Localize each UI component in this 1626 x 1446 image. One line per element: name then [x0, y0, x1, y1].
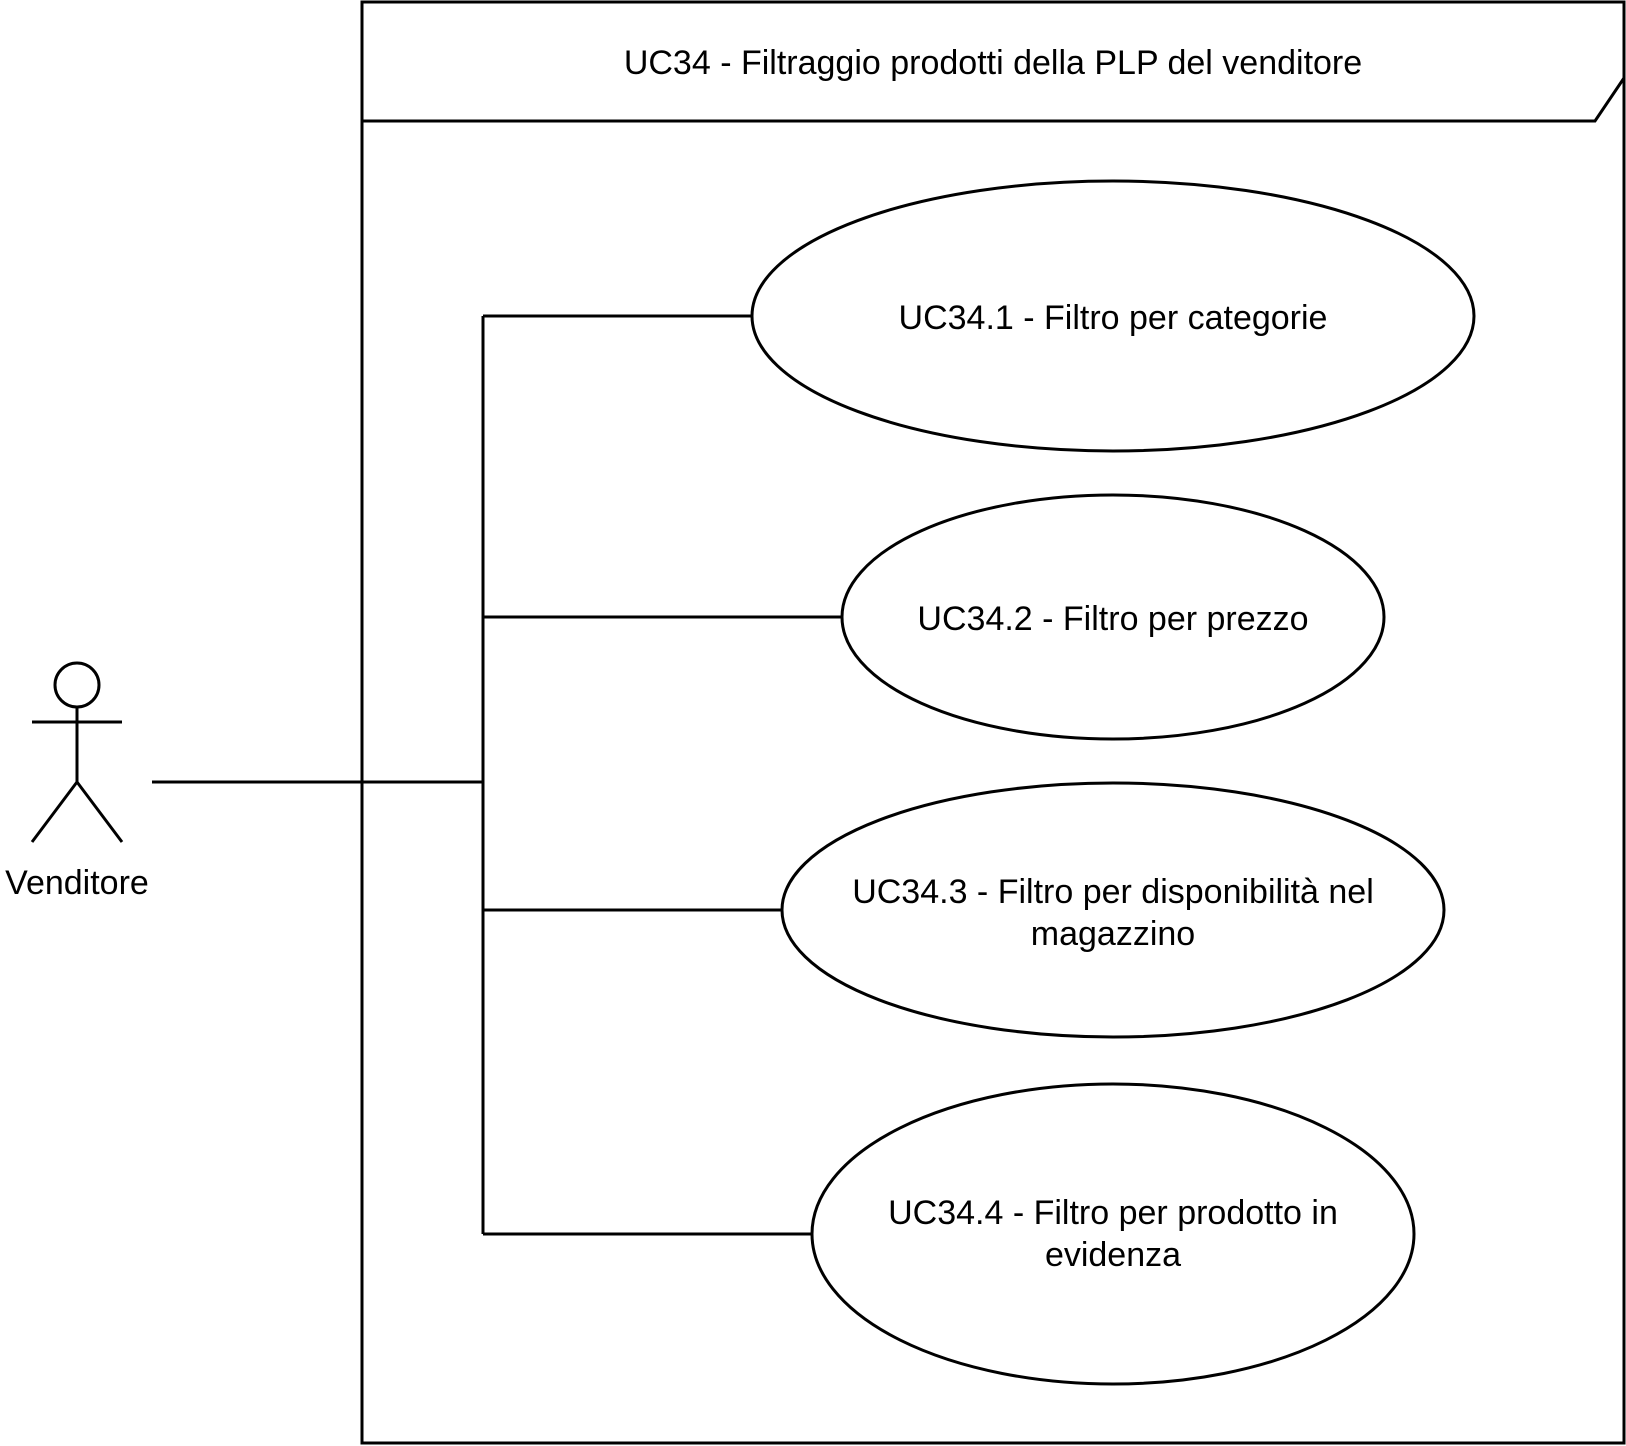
use-case-label-line2: magazzino	[1031, 915, 1195, 953]
frame-title: UC34 - Filtraggio prodotti della PLP del…	[624, 44, 1362, 82]
actor-venditore[interactable]: Venditore	[5, 661, 149, 902]
use-case-label-line2: evidenza	[1045, 1236, 1181, 1274]
use-case-uc34-4[interactable]: UC34.4 - Filtro per prodotto in evidenza	[810, 1082, 1416, 1386]
use-case-label: UC34.1 - Filtro per categorie	[899, 299, 1328, 337]
associations	[152, 314, 843, 1236]
use-case-ellipse	[750, 179, 1476, 453]
actor-right-leg	[75, 781, 124, 843]
use-case-ellipse	[780, 781, 1446, 1039]
system-boundary	[360, 0, 1626, 1445]
use-case-uc34-3[interactable]: UC34.3 - Filtro per disponibilità nel ma…	[780, 781, 1446, 1039]
use-case-ellipse	[840, 493, 1386, 741]
use-case-uc34-1[interactable]: UC34.1 - Filtro per categorie	[750, 179, 1476, 453]
actor-label: Venditore	[5, 864, 149, 902]
actor-left-leg	[30, 781, 79, 843]
use-case-label-line1: UC34.4 - Filtro per prodotto in	[888, 1194, 1338, 1232]
use-case-label: UC34.2 - Filtro per prezzo	[917, 600, 1308, 638]
actor-head	[53, 661, 101, 709]
use-case-ellipse	[810, 1082, 1416, 1386]
frame-title-tab	[362, 77, 1626, 123]
system-frame: UC34 - Filtraggio prodotti della PLP del…	[360, 0, 1626, 1445]
use-case-label-line1: UC34.3 - Filtro per disponibilità nel	[852, 873, 1374, 911]
use-case-uc34-2[interactable]: UC34.2 - Filtro per prezzo	[840, 493, 1386, 741]
